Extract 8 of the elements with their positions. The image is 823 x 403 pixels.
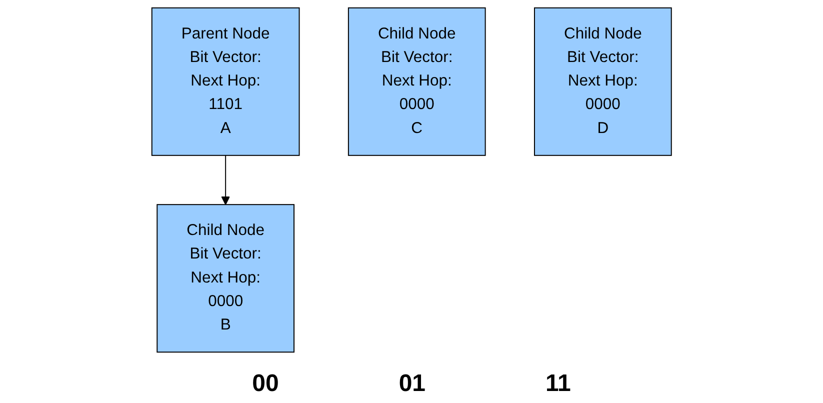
bit-label: 01 bbox=[398, 370, 426, 398]
node-box: Parent Node Bit Vector: Next Hop: 1101 A bbox=[151, 7, 300, 156]
node-box: Child Node Bit Vector: Next Hop: 0000 D bbox=[534, 7, 672, 156]
bit-label: 11 bbox=[546, 370, 571, 398]
node-box: Child Node Bit Vector: Next Hop: 0000 C bbox=[348, 7, 486, 156]
node-box: Child Node Bit Vector: Next Hop: 0000 B bbox=[156, 204, 294, 353]
bit-label: 00 bbox=[252, 370, 279, 398]
arrow bbox=[221, 154, 230, 205]
